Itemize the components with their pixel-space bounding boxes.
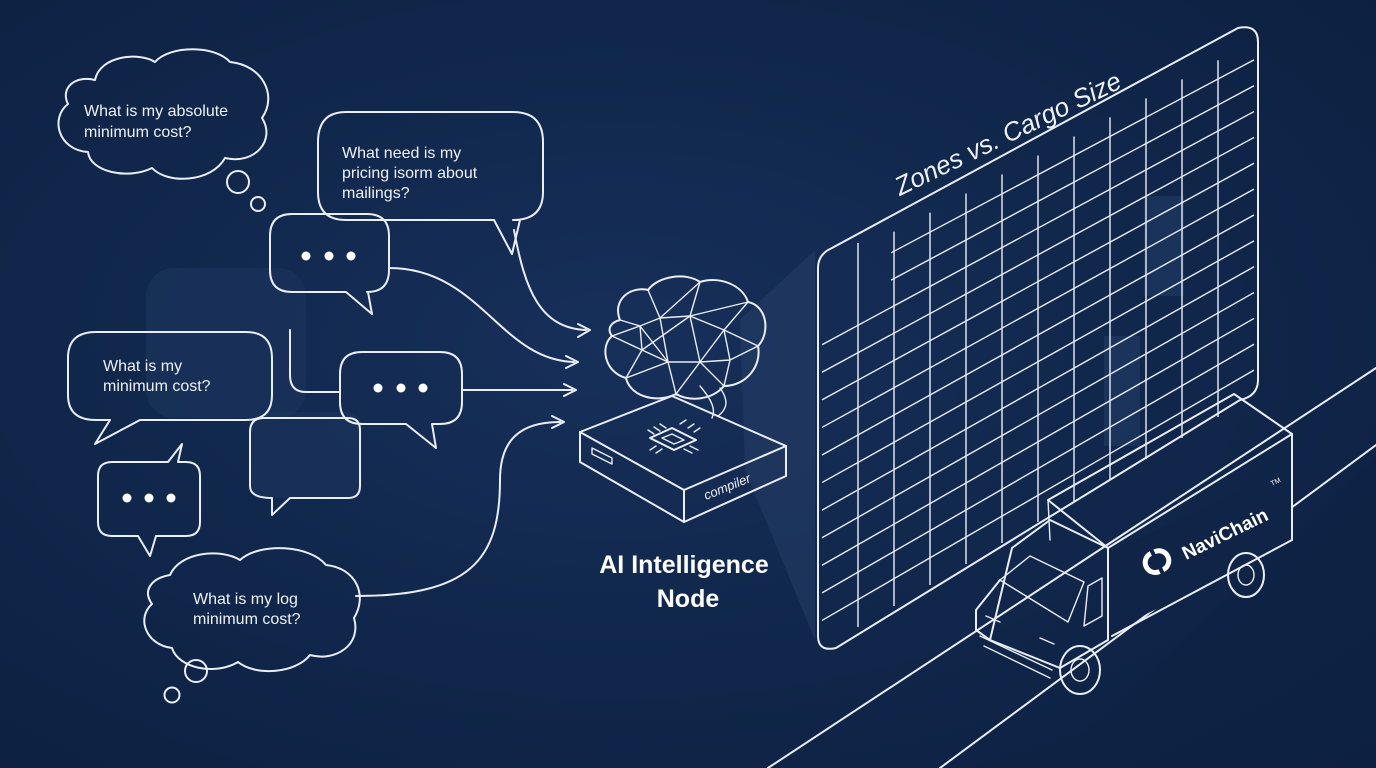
speech-bubble-pricing: What need is my pricing isorm about mail…: [317, 111, 544, 255]
connector-lines: [289, 229, 591, 597]
typing-bubble-2: [339, 351, 463, 449]
connector-log: [355, 421, 561, 597]
thought-bubble-log: What is my log minimum cost?: [143, 547, 361, 704]
connector-pricing: [513, 229, 587, 331]
grid-row-line: [821, 162, 1255, 401]
empty-bubble: [249, 417, 361, 516]
bg-panel-2: [250, 412, 362, 498]
arrowhead: [577, 323, 591, 338]
truck-trademark: TM: [1270, 477, 1282, 488]
thought-bubble-absolute: What is my absolute minimum cost?: [57, 48, 270, 212]
typing-dot: [396, 383, 406, 393]
bubble-absolute-line1: What is my absolute: [84, 103, 228, 120]
bubble-pricing-line3: mailings?: [342, 185, 410, 202]
bubble-log-line2: minimum cost?: [193, 611, 301, 628]
grid-row-line: [821, 369, 1255, 622]
bubble-minimum-line2: minimum cost?: [103, 378, 211, 395]
chip-icon: [647, 419, 701, 454]
typing-dot: [166, 493, 176, 503]
connector-typing1: [388, 267, 575, 363]
grid-row-line: [890, 85, 1255, 281]
front-wheel: [1059, 645, 1101, 695]
grid-row-line: [821, 317, 1255, 566]
grid-row-line: [821, 136, 1255, 373]
typing-dot: [346, 251, 356, 261]
grid-row-line: [821, 240, 1255, 484]
arrowhead: [551, 415, 565, 429]
bubble-pricing-line1: What need is my: [342, 145, 461, 162]
delivery-truck: NaviChain TM: [975, 393, 1293, 695]
bubble-absolute-line2: minimum cost?: [84, 124, 192, 141]
bubble-log-line1: What is my log: [193, 591, 298, 608]
typing-bubble-1: [269, 213, 390, 315]
chip-label: compiler: [702, 470, 754, 503]
speech-bubble-minimum: What is my minimum cost?: [67, 331, 273, 445]
light-beam: [740, 250, 815, 640]
typing-dot: [418, 383, 428, 393]
connector-minimum: [289, 329, 341, 393]
grid-row-line: [821, 266, 1255, 511]
bubble-minimum-line1: What is my: [103, 358, 182, 375]
navichain-logo-icon: [1142, 548, 1172, 575]
grid-row-line: [821, 214, 1255, 456]
grid-lines: [821, 59, 1255, 627]
typing-dot: [373, 383, 383, 393]
arrowhead: [565, 355, 579, 369]
typing-dot: [122, 493, 132, 503]
ai-brain-icon: [604, 275, 767, 419]
node-label-line2: Node: [657, 585, 720, 613]
grid-title: Zones vs. Cargo Size: [889, 65, 1126, 201]
bubble-pricing-line2: pricing isorm about: [342, 165, 478, 182]
arrowhead: [563, 383, 577, 397]
grid-row-line: [821, 188, 1255, 429]
grid-row-line: [821, 343, 1255, 594]
grid-row-line: [821, 291, 1255, 539]
typing-bubble-3: [97, 443, 201, 557]
node-label-line1: AI Intelligence: [599, 551, 769, 579]
rear-wheel: [1227, 552, 1265, 598]
grid-row-line: [821, 110, 1255, 346]
grid-row-line: [890, 59, 1255, 254]
typing-dot: [324, 251, 334, 261]
bg-panel-1: [146, 268, 306, 418]
typing-dot: [301, 251, 311, 261]
typing-dot: [144, 493, 154, 503]
